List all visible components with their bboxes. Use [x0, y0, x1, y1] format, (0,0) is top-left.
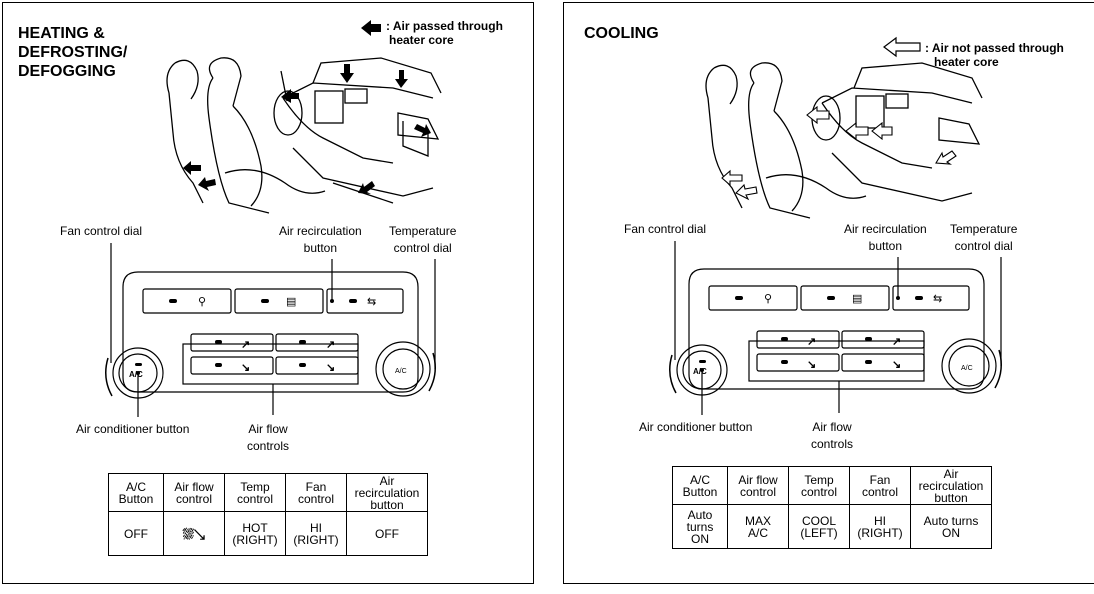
svg-text:⚲: ⚲ — [198, 296, 206, 308]
title-line: HEATING & — [18, 25, 105, 42]
heating-title: HEATING & DEFROSTING/ DEFOGGING — [18, 24, 127, 81]
table-header: Air flow control — [727, 466, 789, 505]
airflow-controls-label: Air flow controls — [811, 420, 854, 451]
recirc-button-label: Air recirculation button — [279, 224, 362, 255]
table-header: A/C Button — [108, 473, 164, 512]
legend-text: : Air not passed through heater core — [925, 41, 1064, 69]
fan-dial-label: Fan control dial — [60, 224, 143, 238]
svg-text:⇆: ⇆ — [933, 293, 942, 305]
defrost-foot-icon: ⛆↘ — [163, 511, 225, 556]
table-header: Temp control — [788, 466, 850, 505]
temp-dial-label: Temperature control dial — [389, 224, 457, 255]
table-header: Fan control — [285, 473, 347, 512]
cooling-panel: COOLING : Air not passed through heater … — [563, 2, 1094, 584]
table-header-row: A/C Button Air flow control Temp control… — [108, 473, 428, 512]
table-header: A/C Button — [672, 466, 728, 505]
svg-text:▤: ▤ — [286, 296, 296, 308]
legend-filled-arrow-icon — [361, 20, 381, 36]
recirc-button-label: Air recirculation button — [844, 222, 927, 253]
dial-ac-text: A/C — [129, 370, 143, 379]
title-line: DEFOGGING — [18, 63, 116, 80]
table-cell: MAX A/C — [727, 504, 789, 549]
svg-text:↗: ↗ — [807, 336, 816, 348]
airflow-controls-label: Air flow controls — [247, 422, 290, 453]
svg-text:↗: ↗ — [892, 336, 901, 348]
table-header-row: A/C Button Air flow control Temp control… — [672, 466, 992, 505]
table-row: OFF ⛆↘ HOT (RIGHT) HI (RIGHT) OFF — [108, 511, 428, 556]
svg-text:↘: ↘ — [326, 362, 335, 374]
table-header: Fan control — [849, 466, 911, 505]
car-interior-illustration — [166, 57, 442, 214]
cooling-title: COOLING — [584, 25, 659, 42]
car-interior-illustration — [705, 62, 983, 219]
table-row: Auto turns ON MAX A/C COOL (LEFT) HI (RI… — [672, 504, 992, 549]
svg-text:↘: ↘ — [892, 359, 901, 371]
cooling-settings-table: A/C Button Air flow control Temp control… — [672, 466, 992, 549]
table-cell: Auto turns ON — [910, 504, 992, 549]
dial-ac-text: A/C — [693, 367, 707, 376]
climate-control-panel: ⚲ ▤ ⇆ ↗ ↗ ↘ ↘ A/C A/C — [105, 243, 436, 417]
fan-dial-label: Fan control dial — [624, 222, 707, 236]
svg-text:⇆: ⇆ — [367, 296, 376, 308]
svg-text:A/C: A/C — [961, 365, 973, 372]
table-cell: HI (RIGHT) — [849, 504, 911, 549]
table-header: Air flow control — [163, 473, 225, 512]
table-header: Temp control — [224, 473, 286, 512]
title-line: DEFROSTING/ — [18, 44, 128, 61]
ac-button-label: Air conditioner button — [76, 422, 190, 436]
legend-text: : Air passed through heater core — [386, 19, 503, 47]
table-cell: Auto turns ON — [672, 504, 728, 549]
svg-text:↗: ↗ — [241, 339, 250, 351]
table-cell: OFF — [346, 511, 428, 556]
climate-control-panel: ⚲ ▤ ⇆ ↗ ↗ ↘ ↘ A/C A/C — [669, 241, 1002, 415]
legend-outline-arrow-icon — [883, 36, 921, 58]
svg-text:↗: ↗ — [326, 339, 335, 351]
heating-panel: HEATING & DEFROSTING/ DEFOGGING : Air pa… — [2, 2, 534, 584]
svg-text:▤: ▤ — [852, 293, 862, 305]
svg-text:A/C: A/C — [395, 368, 407, 375]
table-header: Air recirculation button — [910, 466, 992, 505]
svg-text:↘: ↘ — [241, 362, 250, 374]
temp-dial-label: Temperature control dial — [950, 222, 1018, 253]
table-cell: HOT (RIGHT) — [224, 511, 286, 556]
table-cell: COOL (LEFT) — [788, 504, 850, 549]
svg-text:↘: ↘ — [807, 359, 816, 371]
svg-text:⚲: ⚲ — [764, 293, 772, 305]
table-cell: OFF — [108, 511, 164, 556]
table-cell: HI (RIGHT) — [285, 511, 347, 556]
ac-button-label: Air conditioner button — [639, 420, 753, 434]
table-header: Air recirculation button — [346, 473, 428, 512]
heating-settings-table: A/C Button Air flow control Temp control… — [108, 473, 428, 556]
